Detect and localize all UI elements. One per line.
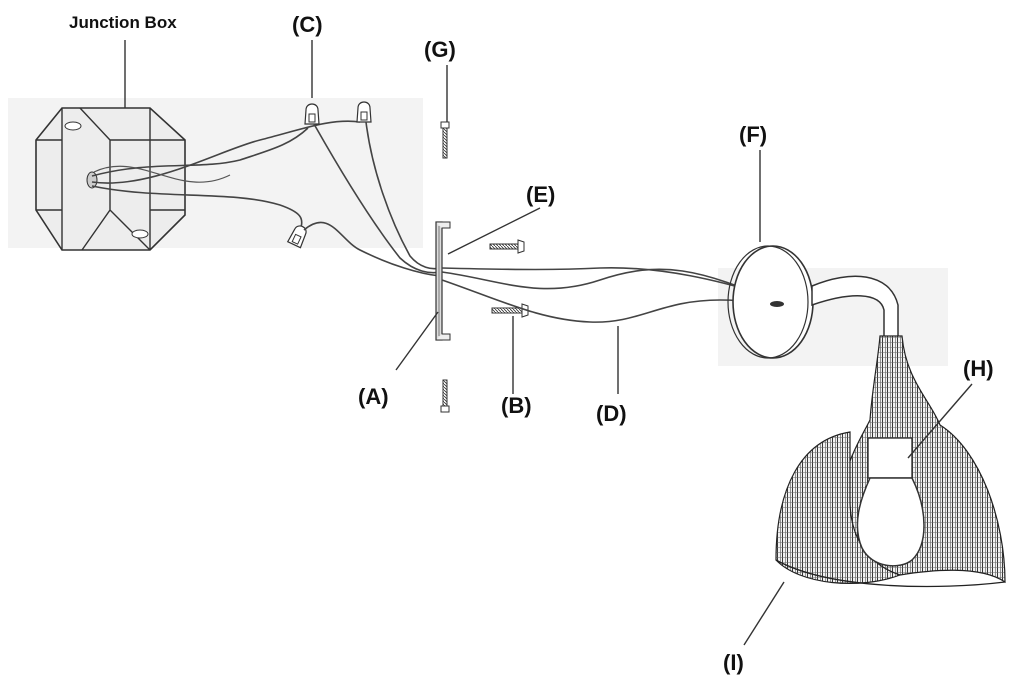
label-a: (A) [358,384,389,409]
screw-horizontal-upper [489,239,525,254]
junction-box-label: Junction Box [69,13,177,32]
screw-bottom [440,379,450,413]
house-wires [91,120,361,231]
fixture-wires-to-bracket [303,121,441,277]
screw-horizontal-lower-b [491,303,529,318]
label-g: (G) [424,37,456,62]
mounting-bracket [435,221,451,341]
screw-top-g [440,121,450,159]
label-c: (C) [292,12,323,37]
label-b: (B) [501,393,532,418]
label-d: (D) [596,401,627,426]
socket-and-bulb [856,437,925,567]
junction-box [35,107,186,251]
label-i: (I) [723,650,744,675]
label-e: (E) [526,182,555,207]
leader-lines [124,40,973,646]
label-h: (H) [963,356,994,381]
label-f: (F) [739,122,767,147]
